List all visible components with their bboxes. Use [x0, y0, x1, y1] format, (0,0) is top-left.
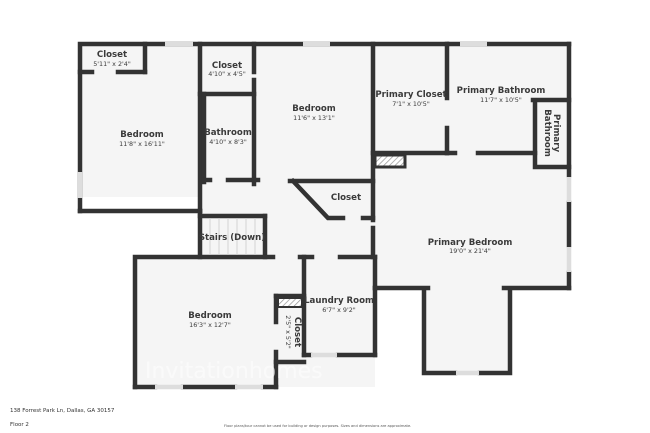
primary-bathroom-2-label-line1: Primary	[551, 114, 561, 152]
bedroom-2-label: Bedroom	[292, 104, 336, 114]
bedroom-3-label: Bedroom	[188, 311, 232, 321]
floor-label: Floor 2	[10, 422, 29, 428]
primary-closet-dims: 7'1" x 10'5"	[392, 100, 430, 108]
closet-2-label: Closet	[212, 61, 242, 71]
primary-bedroom-label: Primary Bedroom	[428, 238, 513, 248]
closet-4-label: Closet	[292, 317, 302, 347]
closet-2-dims: 4'10" x 4'5"	[208, 70, 246, 78]
room-labels: Closet 5'11" x 2'4" Bedroom 11'8" x 16'1…	[93, 50, 561, 349]
primary-closet-label: Primary Closet	[375, 90, 446, 100]
disclaimer: Floor plans/tour cannot be used for buil…	[224, 424, 412, 428]
windows	[77, 41, 572, 390]
stairs-treads	[209, 218, 256, 255]
closet-4-dims: 2'5" x 5'2"	[284, 315, 292, 349]
primary-bathroom-label: Primary Bathroom	[457, 86, 546, 96]
stairs-label: Stairs (Down)	[199, 233, 265, 243]
bedroom-1-label: Bedroom	[120, 130, 164, 140]
primary-bathroom-dims: 11'7" x 10'5"	[480, 96, 522, 104]
primary-bedroom-dims: 19'0" x 21'4"	[449, 247, 491, 255]
laundry-label: Laundry Room	[304, 296, 374, 306]
closet-1-label: Closet	[97, 50, 127, 60]
bedroom-1-dims: 11'8" x 16'11"	[119, 140, 165, 148]
room-fills	[80, 44, 570, 387]
laundry-dims: 6'7" x 9'2"	[322, 306, 356, 314]
bedroom-3-dims: 16'3" x 12'7"	[189, 321, 231, 329]
bedroom-2-dims: 11'6" x 13'1"	[293, 114, 335, 122]
bathroom-1-label: Bathroom	[204, 128, 252, 138]
property-address: 138 Forrest Park Ln, Dallas, GA 30157	[10, 408, 115, 414]
watermark: Invitationhomes	[145, 359, 323, 384]
primary-bathroom-2-label-line2: Bathroom	[542, 109, 552, 157]
closet-1-dims: 5'11" x 2'4"	[93, 60, 131, 68]
closet-3-label: Closet	[331, 193, 361, 203]
bathroom-1-dims: 4'10" x 8'3"	[209, 138, 247, 146]
